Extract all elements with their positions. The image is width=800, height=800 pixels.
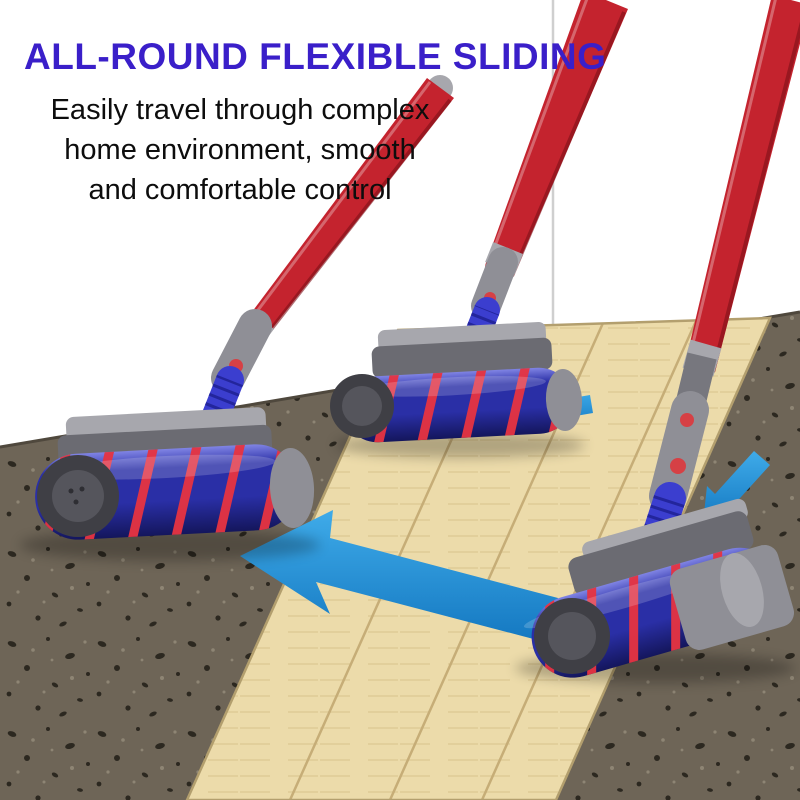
power-button — [680, 413, 694, 427]
pole-highlight — [487, 0, 589, 263]
roller-drive-cap — [545, 369, 583, 431]
red-pole — [486, 0, 628, 274]
head-housing — [568, 511, 754, 597]
pole-highlight — [686, 0, 777, 365]
subtitle-line-2: home environment, smooth — [64, 134, 416, 166]
pole-shade — [256, 98, 452, 348]
subtitle: Easily travel through complex home envir… — [10, 90, 470, 210]
head-housing — [371, 337, 553, 379]
page-title: ALL-ROUND FLEXIBLE SLIDING — [24, 36, 607, 77]
red-pole — [240, 78, 454, 344]
soft-roller — [344, 367, 572, 443]
vacuum-right — [515, 0, 800, 683]
release-button — [670, 458, 686, 474]
pole-shade — [510, 11, 626, 277]
pole-shade — [711, 21, 800, 373]
vacuum-middle — [330, 0, 628, 458]
roller-drive-cap — [720, 553, 764, 627]
red-pole — [685, 0, 800, 372]
arrow-big-left — [240, 510, 558, 642]
subtitle-line-3: and comfortable control — [88, 174, 392, 206]
vacuum-left — [20, 75, 454, 561]
pole-highlight — [241, 81, 432, 331]
roller-drive-cap — [269, 448, 315, 528]
subtitle-line-1: Easily travel through complex — [50, 94, 430, 126]
